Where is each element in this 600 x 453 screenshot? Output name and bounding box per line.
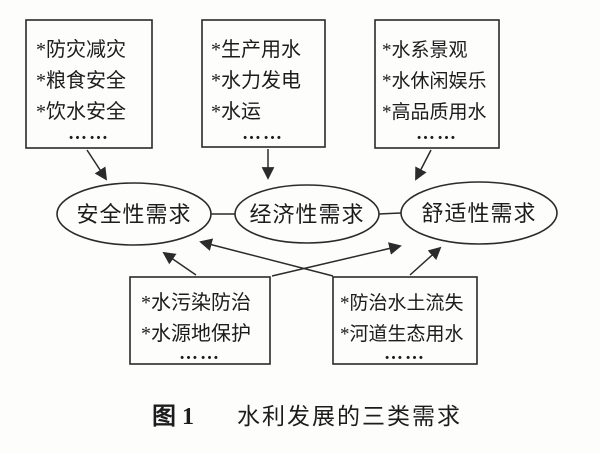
bottom-box-pollution-control-frame <box>129 276 271 365</box>
bottom-box-erosion-control: *防治水土流失 *河道生态用水 …… <box>332 276 478 365</box>
ellipsis-dots: …… <box>68 123 110 144</box>
figure-caption-number: 图 1 <box>152 403 194 430</box>
box-item: *粮食安全 <box>36 69 126 92</box>
ellipse-safety-need: 安全性需求 <box>56 182 212 246</box>
bottom-box-erosion-control-frame <box>332 276 478 365</box>
arrow-pollution-to-comfort <box>271 242 402 277</box>
box-item: *生产用水 <box>211 38 301 61</box>
box-item: *高品质用水 <box>382 101 487 123</box>
arrow-erosion-to-comfort <box>409 246 442 276</box>
box-item: *水运 <box>211 100 261 123</box>
ellipse-safety-need-label: 安全性需求 <box>76 202 191 227</box>
box-item: *水源地保护 <box>141 322 251 345</box>
box-item: *水休闲娱乐 <box>382 70 487 92</box>
box-item: *水力发电 <box>211 69 301 92</box>
ellipse-comfort-need-label: 舒适性需求 <box>421 201 536 226</box>
top-box-production-water: *生产用水 *水力发电 *水运 …… <box>201 19 326 148</box>
ellipsis-dots: …… <box>384 343 426 364</box>
top-box-water-landscape-frame <box>374 19 500 149</box>
arrow-pollution-to-safety <box>162 251 197 276</box>
ellipsis-dots: …… <box>179 343 221 364</box>
box-item: *水污染防治 <box>141 291 251 314</box>
figure-caption: 图 1 水利发展的三类需求 <box>152 403 462 430</box>
box-item: *防灾减灾 <box>36 38 126 61</box>
box-item: *水系景观 <box>382 39 468 61</box>
ellipse-economic-need: 经济性需求 <box>234 184 380 244</box>
ellipse-comfort-need: 舒适性需求 <box>400 181 558 245</box>
arrow-disaster-to-safety <box>86 149 108 181</box>
ellipse-economic-need-label: 经济性需求 <box>249 202 364 227</box>
ellipsis-dots: …… <box>416 123 458 144</box>
ellipsis-dots: …… <box>242 123 284 144</box>
box-item: *饮水安全 <box>36 100 126 123</box>
top-box-water-landscape: *水系景观 *水休闲娱乐 *高品质用水 …… <box>374 19 500 149</box>
figure-caption-title: 水利发展的三类需求 <box>237 404 462 429</box>
top-box-production-water-frame <box>201 19 326 148</box>
arrow-erosion-to-safety <box>199 238 334 277</box>
box-item: *防治水土流失 <box>340 292 464 314</box>
connector-economic-comfort <box>378 212 402 215</box>
box-item: *河道生态用水 <box>340 323 464 345</box>
top-box-disaster-safety: *防灾减灾 *粮食安全 *饮水安全 …… <box>25 19 153 149</box>
arrow-landscape-to-comfort <box>415 149 432 181</box>
bottom-box-pollution-control: *水污染防治 *水源地保护 …… <box>129 276 271 365</box>
top-box-disaster-safety-frame <box>25 19 153 149</box>
